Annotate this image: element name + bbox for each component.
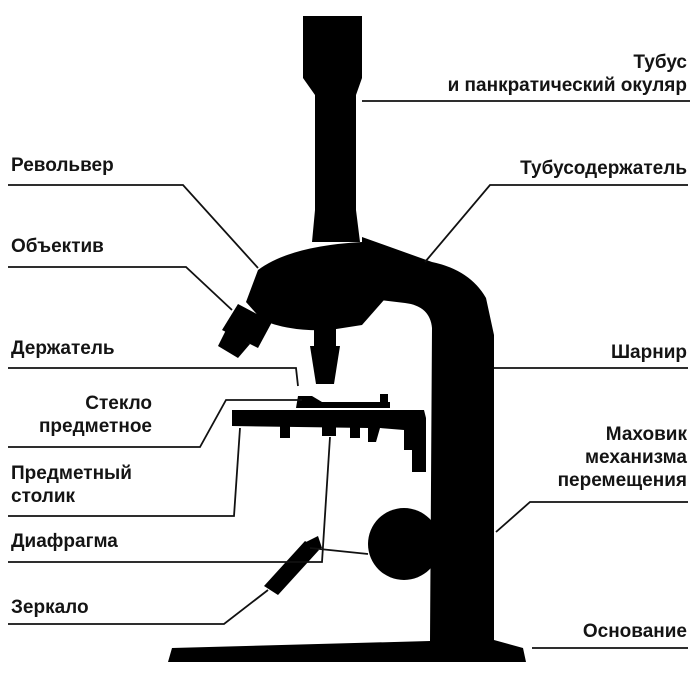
leader-flywheel [495,501,688,533]
label-diaphragm: Диафрагма [11,531,118,552]
flywheel [368,508,440,580]
objective-center [314,322,336,348]
label-tube-holder: Тубусодержатель [520,158,687,179]
leader-slide-glass [8,399,302,448]
objective-center-tip [310,346,340,384]
leader-objective [8,266,233,311]
leader-revolver [8,184,259,269]
label-holder: Держатель [11,338,115,359]
objective-left [222,304,272,348]
stage-leg-2 [322,426,336,436]
slide-clip [380,394,388,408]
leader-diaphragm [8,436,331,563]
label-objective: Объектив [11,236,104,257]
leader-stage [8,427,241,517]
stage-leg-1 [280,426,290,438]
leader-tube-holder [424,184,688,263]
label-tube: Тубус и панкратический окуляр [447,52,687,96]
leader-mirror-to-wheel [309,547,369,555]
label-stage: Предметный столик [11,463,132,507]
label-base: Основание [582,621,687,642]
tube [303,16,362,242]
slide-holder [296,396,390,408]
stage-leg-3 [350,426,360,438]
objective-left-tip [218,330,250,358]
leader-holder [8,367,299,387]
label-slide-glass: Стекло предметное [38,393,152,437]
stage [232,410,426,472]
label-mirror: Зеркало [11,597,89,618]
label-revolver: Револьвер [11,155,114,176]
label-flywheel: Маховик механизма перемещения [557,424,687,491]
revolver [246,242,384,331]
leader-mirror [8,589,269,625]
mirror [264,541,319,595]
label-hinge: Шарнир [610,342,687,363]
